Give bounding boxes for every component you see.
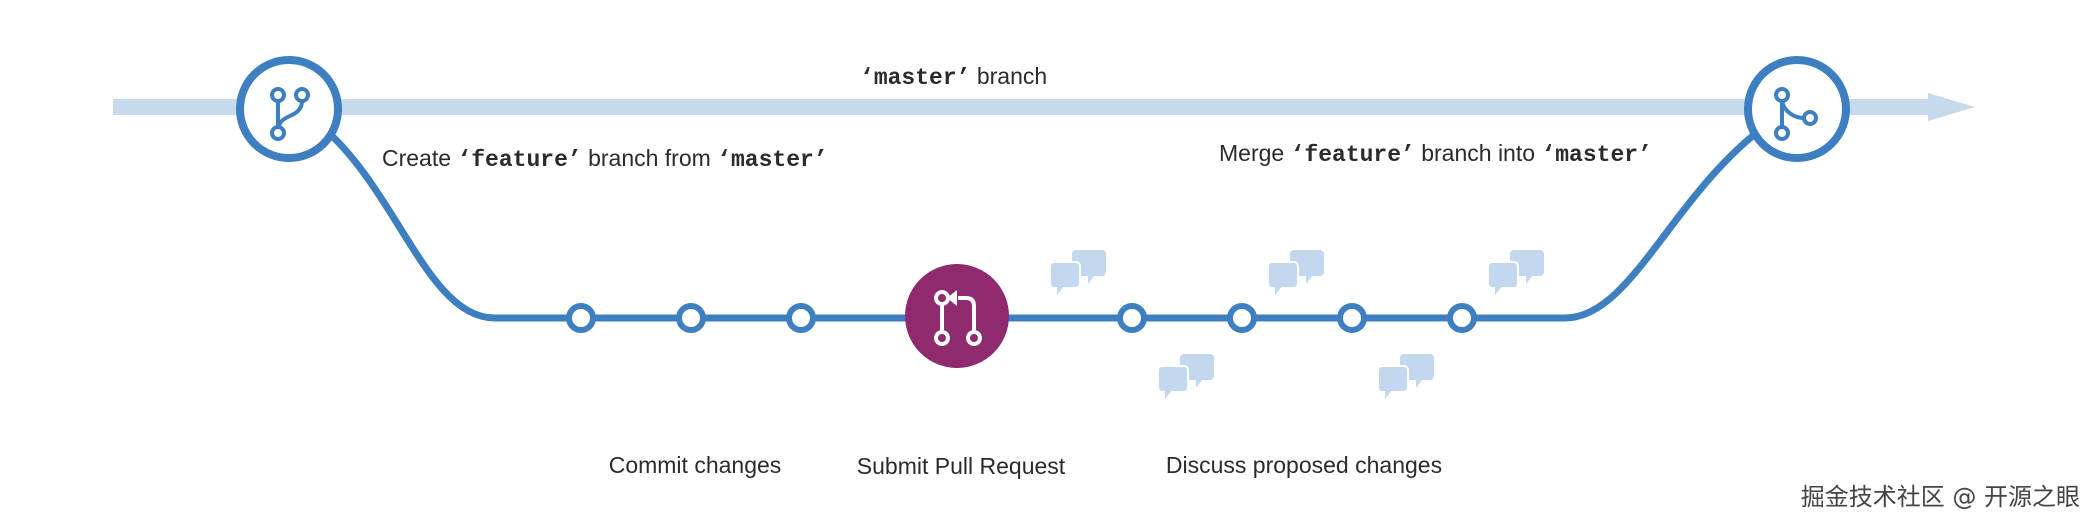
create-branch-label: Create ‘feature’ branch from ‘master’ (382, 145, 828, 173)
commit-node (786, 303, 816, 333)
review-node (1337, 303, 1367, 333)
review-node (1227, 303, 1257, 333)
chat-bubbles-icon (1049, 249, 1107, 299)
chat-bubbles-icon (1157, 353, 1215, 403)
master-branch-label: ‘master’ branch (860, 63, 1047, 91)
chat-bubbles-icon (1377, 353, 1435, 403)
chat-bubbles-icon (1487, 249, 1545, 299)
commit-changes-label: Commit changes (609, 452, 782, 478)
commit-node (676, 303, 706, 333)
discuss-changes-label: Discuss proposed changes (1166, 452, 1442, 478)
review-node (1447, 303, 1477, 333)
merge-branch-label: Merge ‘feature’ branch into ‘master’ (1219, 140, 1652, 168)
submit-pull-request-label: Submit Pull Request (857, 453, 1066, 479)
master-arrow-head (1928, 93, 1975, 121)
git-merge-icon (1744, 56, 1850, 162)
commit-node (566, 303, 596, 333)
git-branch-icon (236, 56, 342, 162)
watermark: 掘金技术社区 @ 开源之眼 (1801, 483, 2080, 511)
chat-bubbles-icon (1267, 249, 1325, 299)
git-pull-request-icon (905, 264, 1009, 368)
feature-branch-line (327, 127, 1763, 322)
review-node (1117, 303, 1147, 333)
